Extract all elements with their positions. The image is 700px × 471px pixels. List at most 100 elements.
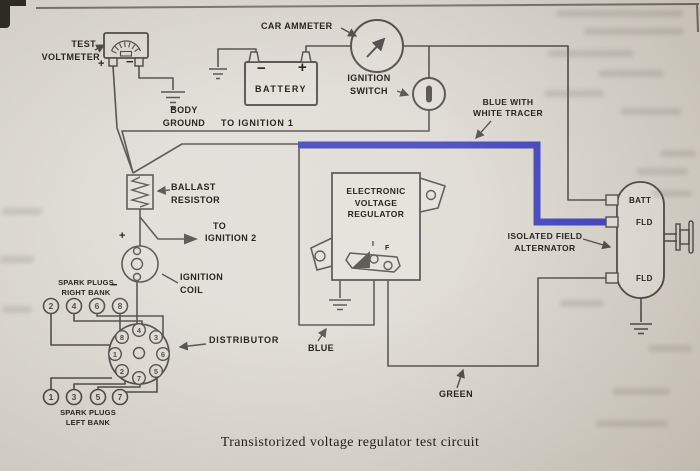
label-ballast-resistor: BALLAST RESISTOR: [171, 181, 220, 207]
label-battery: BATTERY: [255, 84, 307, 94]
connector-wedge: [352, 251, 370, 268]
page-edge-lines: [35, 2, 700, 33]
label-plugs-left-line1: SPARK PLUGS: [60, 408, 116, 417]
blue-tracer-wire: [298, 141, 608, 226]
to-ignition-2-arrowhead: [184, 233, 198, 245]
test-voltmeter: [103, 32, 149, 67]
svg-text:8: 8: [118, 301, 123, 311]
svg-text:3: 3: [72, 392, 77, 402]
plug-wire-5: [97, 384, 141, 390]
svg-text:6: 6: [161, 350, 165, 359]
fld-lower-terminal-stub: [605, 272, 619, 284]
battery-neg-post: [248, 51, 260, 63]
label-alternator-line1: ISOLATED FIELD: [507, 231, 583, 241]
key-slot: [426, 85, 432, 103]
bleed-artifact: [652, 190, 692, 197]
svg-text:8: 8: [120, 333, 124, 342]
battery-minus-sign: −: [257, 60, 266, 77]
battery-pos-post: [300, 51, 312, 63]
pin-f-socket: [383, 260, 393, 271]
bleed-artifact: [0, 256, 34, 263]
label-batt-terminal: BATT: [629, 196, 652, 205]
cap-terminals: 4 3 6 5 7 2 1 8: [107, 323, 170, 386]
bleed-artifact: [548, 50, 634, 57]
svg-text:3: 3: [154, 333, 158, 342]
label-ignition-switch-line2: SWITCH: [350, 86, 388, 96]
label-fld-upper-terminal: FLD: [636, 218, 653, 227]
ignition-switch: [412, 77, 446, 111]
wire-regulator-i-pin: [298, 146, 375, 326]
wire-ammeter-to-batt-terminal: [403, 45, 606, 201]
label-ignition-switch: IGNITION SWITCH: [342, 72, 396, 98]
plug-wire-2: [50, 313, 110, 346]
label-spark-plugs-left: SPARK PLUGS LEFT BANK: [46, 408, 130, 427]
figure-caption: Transistorized voltage regulator test ci…: [220, 435, 480, 450]
label-to-ignition-2-line1: TO: [213, 221, 227, 231]
fld-upper-terminal-stub: [605, 216, 619, 228]
label-regulator-line1: ELECTRONIC: [346, 186, 406, 196]
label-to-ignition-2: TO IGNITION 2: [205, 220, 257, 244]
svg-text:7: 7: [137, 374, 141, 383]
bleed-artifact: [648, 345, 692, 352]
plug-wire-1: [50, 377, 112, 390]
bleed-artifact: [612, 388, 670, 395]
bleed-artifact: [544, 90, 604, 97]
label-to-ignition-1: TO IGNITION 1: [221, 118, 294, 128]
bleed-artifact: [636, 168, 688, 175]
body-ground-symbol: [161, 91, 185, 110]
scan-corner-mark: [0, 0, 26, 6]
callout-arrows: [94, 27, 612, 389]
rotor-center: [132, 346, 146, 360]
wire-to-ignition-1: [121, 110, 430, 174]
alternator-callout: [582, 238, 612, 250]
pulley: [664, 220, 694, 254]
tracer-callout: [475, 120, 492, 140]
label-spark-plugs-right: SPARK PLUGS RIGHT BANK: [44, 278, 128, 297]
blue-callout: [317, 327, 327, 342]
bleed-artifact: [556, 10, 684, 17]
label-ignition-switch-line1: IGNITION: [347, 73, 391, 83]
resistor-zigzag: [129, 176, 151, 208]
bleed-artifact: [560, 300, 604, 307]
ballast-resistor: [126, 174, 154, 210]
label-coil-line1: IGNITION: [180, 272, 224, 282]
distributor-callout: [178, 341, 207, 351]
label-regulator-line2: VOLTAGE: [354, 197, 398, 208]
label-plugs-right-line2: RIGHT BANK: [61, 287, 111, 297]
pin-i-socket: [369, 254, 379, 264]
coil-minus-sign: −: [110, 277, 118, 292]
label-blue-tracer-line1: BLUE WITH: [482, 97, 534, 107]
label-fld-lower-terminal: FLD: [636, 274, 653, 283]
label-ignition-coil: IGNITION COIL: [180, 271, 223, 297]
battery-plus-sign: +: [298, 59, 307, 76]
label-plugs-right-line1: SPARK PLUGS: [58, 278, 114, 287]
svg-text:1: 1: [49, 392, 54, 402]
ignition-coil: [121, 245, 159, 283]
wire-battery-pos-to-ammeter: [305, 45, 351, 52]
label-to-ignition-2-line2: IGNITION 2: [205, 233, 257, 243]
battery: [244, 51, 318, 106]
ammeter-gauge: [350, 19, 404, 73]
regulator-tab-lower-left: [310, 236, 333, 271]
label-blue-wire: BLUE: [307, 343, 335, 353]
svg-text:4: 4: [137, 326, 142, 335]
coil-plus-sign: +: [119, 230, 126, 242]
label-ballast-line1: BALLAST: [171, 182, 216, 192]
label-pin-i: I: [372, 241, 374, 248]
alternator: [605, 181, 694, 299]
label-pin-f: F: [385, 245, 390, 252]
label-body-ground-line2: GROUND: [162, 118, 206, 128]
bleed-artifact: [584, 28, 684, 35]
svg-text:2: 2: [120, 367, 124, 376]
voltmeter-callout: [94, 44, 106, 53]
scan-corner-mark: [0, 0, 10, 28]
label-ballast-line2: RESISTOR: [171, 195, 221, 205]
label-distributor: DISTRIBUTOR: [209, 335, 280, 345]
bleed-artifact: [620, 108, 682, 115]
svg-text:2: 2: [49, 301, 54, 311]
wire-feed-to-blue-junction: [132, 143, 298, 174]
label-body-ground: BODY GROUND: [148, 104, 220, 130]
label-coil-line2: COIL: [180, 285, 204, 295]
